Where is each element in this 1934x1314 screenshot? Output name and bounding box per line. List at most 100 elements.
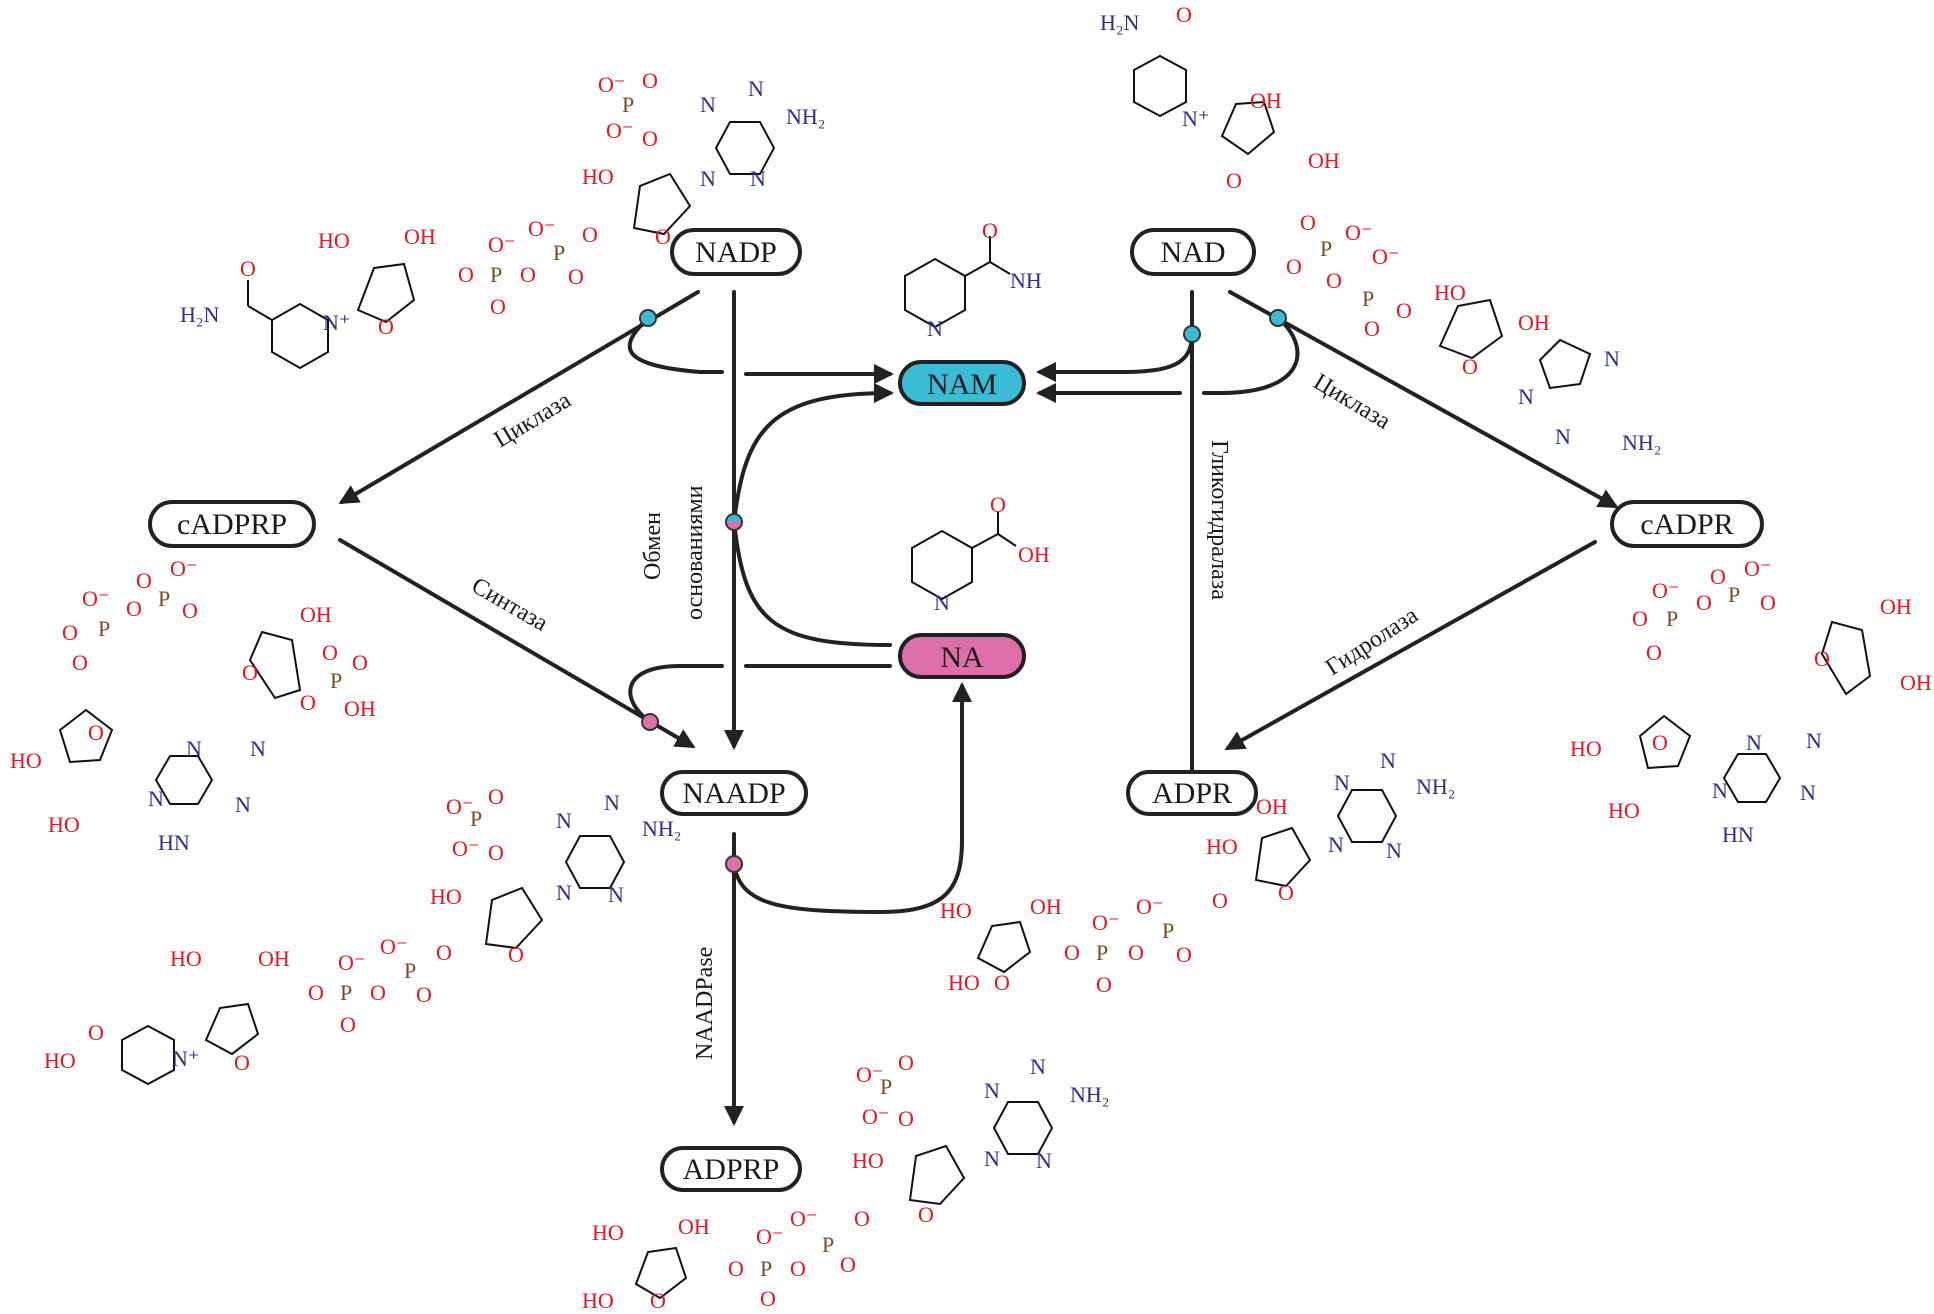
atom-label: P [1096,940,1108,965]
node-cadprp[interactable]: cADPRP [148,500,316,548]
molecule-bond [271,302,329,370]
atom-label: HO [1206,834,1238,859]
atom-label: HN [1722,822,1754,847]
atom-label: HO [940,898,972,923]
atom-label: N [1030,1054,1046,1079]
node-adpr-label: ADPR [1152,777,1232,810]
atom-label: O [918,1202,934,1227]
atom-label: P [158,586,170,611]
atom-label: O [642,68,658,93]
atom-label: O [840,1252,856,1277]
atom-label: O⁻ [1092,910,1120,935]
atom-label: NH₂ [1622,430,1661,455]
atom-label: HO [582,164,614,189]
atom-label: H₂N [180,302,220,327]
atom-label: O⁻ [606,118,634,143]
arrow-cadprp-to-naadp [338,538,696,749]
atom-label: HO [1608,798,1640,823]
atom-label: O⁻ [1136,894,1164,919]
arrow-nadp-branch [627,316,724,374]
atom-label: O [1364,316,1380,341]
atom-label: O⁻ [338,950,366,975]
atom-label: O [136,568,152,593]
atom-label: N [1334,770,1350,795]
atom-label: O [490,294,506,319]
node-adpr[interactable]: ADPR [1126,770,1258,816]
node-na-label: NA [940,641,984,674]
atom-label: N [604,790,620,815]
label-glycohydrolase: Гликогидралаза [1206,440,1232,600]
molecule-bond [908,1144,966,1206]
molecule-bond [1254,826,1312,888]
atom-label: O [650,1288,666,1313]
atom-label: O [508,942,524,967]
atom-label: N [556,880,572,905]
molecule-naadp: O HO N⁺ HO OH O O P O⁻ O O P O⁻ O O HO O… [44,784,681,1086]
atom-label: N [1806,728,1822,753]
atom-label: N [1380,748,1396,773]
molecule-bond [58,708,114,764]
pathway-arrows [338,290,1619,1126]
atom-label: O [1696,590,1712,615]
node-naadp[interactable]: NAADP [660,770,808,816]
atom-label: HO [1434,280,1466,305]
atom-label: N [186,736,202,761]
atom-label: O [898,1106,914,1131]
atom-label: O [1646,640,1662,665]
node-nadp-label: NADP [695,236,777,269]
node-nadp[interactable]: NADP [670,228,802,276]
atom-label: P [1728,582,1740,607]
atom-label: O [300,690,316,715]
atom-label: N [934,590,950,615]
atom-label: N⁺ [1182,106,1210,131]
atom-label: HN [158,830,190,855]
molecule-bond [997,533,1017,547]
atom-label: O⁻ [1652,578,1680,603]
marker-naadpase [725,855,743,873]
node-nam[interactable]: NAM [898,360,1026,406]
molecule-bond [911,529,973,601]
atom-label: N [608,882,624,907]
atom-label: OH [300,602,332,627]
atom-label: O⁻ [380,934,408,959]
atom-label: P [470,806,482,831]
atom-label: OH [404,224,436,249]
molecule-bond [976,920,1032,974]
atom-label: N [1746,730,1762,755]
atom-label: P [404,958,416,983]
arrow-cadpr-to-adpr [1224,540,1597,750]
atom-label: HO [948,970,980,995]
atom-label: P [330,668,342,693]
marker-cyclase-nad [1269,309,1287,327]
atom-label: OH [1518,310,1550,335]
atom-label: O [1462,354,1478,379]
atom-label: N [984,1078,1000,1103]
node-adprp-label: ADPRP [683,1153,780,1186]
atom-label: O⁻ [446,794,474,819]
atom-label: O⁻ [862,1104,890,1129]
atom-label: P [880,1074,892,1099]
node-na[interactable]: NA [898,633,1026,679]
molecule-bond [154,755,214,805]
molecule-bond [632,172,692,236]
atom-label: O [370,980,386,1005]
molecule-adpr: HO OH HO O O P O⁻ O O P O⁻ O O HO OH O N… [940,748,1455,997]
atom-label: N [1712,778,1728,803]
atom-label: OH [1256,794,1288,819]
atom-label: OH [1030,894,1062,919]
marker-synthase [641,713,659,731]
atom-label: O [1652,730,1668,755]
atom-label: P [1362,286,1374,311]
node-adprp[interactable]: ADPRP [660,1146,802,1192]
atom-label: N [1555,424,1571,449]
atom-label: O [242,660,258,685]
atom-label: O⁻ [528,216,556,241]
node-cadpr[interactable]: cADPR [1610,500,1764,548]
molecule-bond [1336,789,1398,843]
molecule-bond [356,262,416,324]
node-nad[interactable]: NAD [1130,228,1256,276]
label-base-exchange-2: основаниями [682,485,708,620]
arrow-synthase-branch [628,664,724,724]
atom-label: O [582,222,598,247]
